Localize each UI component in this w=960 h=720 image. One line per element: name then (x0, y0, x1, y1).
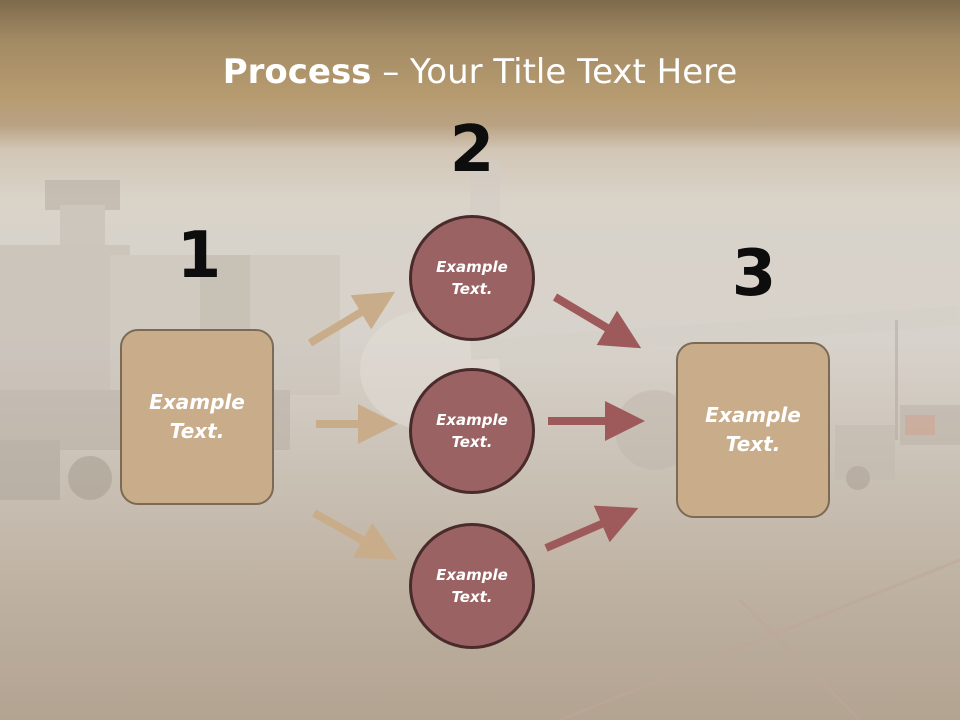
arrow-circle1-to-box3 (552, 293, 642, 349)
step-number-2: 2 (449, 113, 495, 187)
step-number-1: 1 (176, 219, 222, 293)
arrow-box1-to-circle1 (307, 291, 396, 347)
step-number-3: 3 (731, 237, 777, 311)
arrow-circle3-to-box3 (544, 505, 639, 552)
title-rest: – Your Title Text Here (371, 52, 738, 92)
title-strong: Process (222, 52, 372, 92)
arrow-box1-to-circle3 (312, 509, 398, 560)
slide-title: Process – Your Title Text Here (0, 52, 960, 92)
